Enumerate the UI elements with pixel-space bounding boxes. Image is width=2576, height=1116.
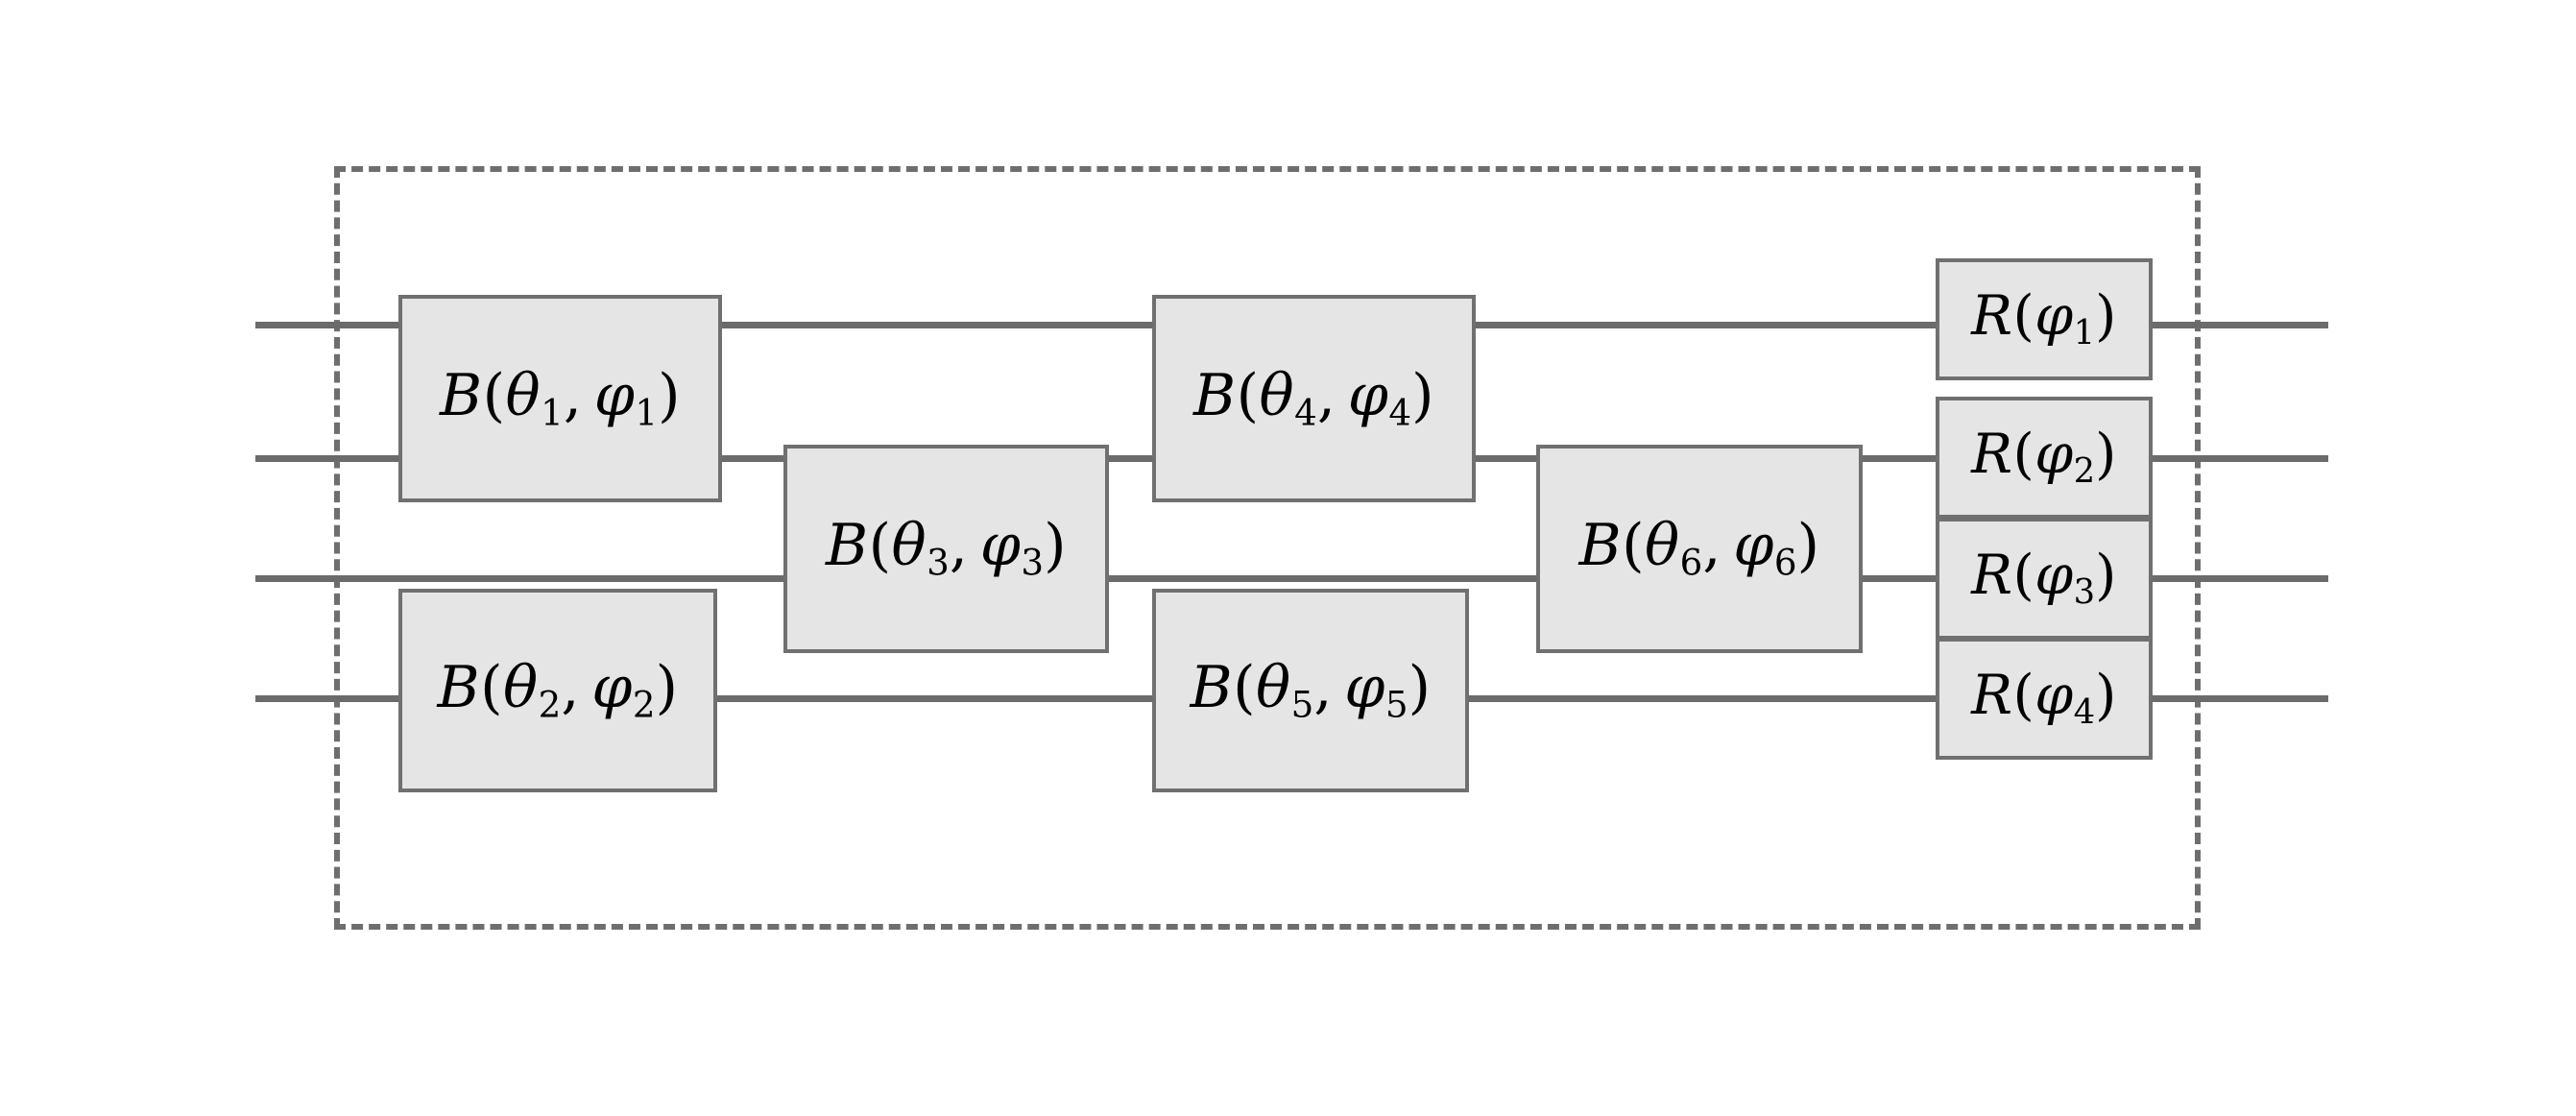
gate-b1-beamsplitter[interactable]: B(θ1, φ1) <box>398 295 722 502</box>
qubit-wire-3 <box>255 575 2328 582</box>
dashed-region-boundary <box>334 166 2201 930</box>
gate-b5-beamsplitter[interactable]: B(θ5, φ5) <box>1152 589 1469 792</box>
gate-label: R(φ4) <box>1971 663 2117 732</box>
gate-r3-phase-shifter[interactable]: R(φ3) <box>1936 518 2153 640</box>
gate-r2-phase-shifter[interactable]: R(φ2) <box>1936 397 2153 519</box>
gate-label: R(φ2) <box>1971 422 2117 491</box>
gate-label: B(θ6, φ6) <box>1578 512 1820 584</box>
gate-label: B(θ4, φ4) <box>1193 361 1434 434</box>
gate-label: B(θ5, φ5) <box>1190 653 1432 726</box>
gate-label: R(φ1) <box>1971 283 2117 352</box>
gate-label: B(θ3, φ3) <box>826 512 1067 584</box>
gate-b3-beamsplitter[interactable]: B(θ3, φ3) <box>783 445 1109 653</box>
gate-b4-beamsplitter[interactable]: B(θ4, φ4) <box>1152 295 1476 502</box>
gate-label: R(φ3) <box>1971 543 2117 612</box>
gate-b6-beamsplitter[interactable]: B(θ6, φ6) <box>1536 445 1863 653</box>
gate-r4-phase-shifter[interactable]: R(φ4) <box>1936 638 2153 760</box>
gate-r1-phase-shifter[interactable]: R(φ1) <box>1936 258 2153 380</box>
gate-label: B(θ1, φ1) <box>440 361 681 434</box>
gate-label: B(θ2, φ2) <box>437 653 679 726</box>
gate-b2-beamsplitter[interactable]: B(θ2, φ2) <box>398 589 717 792</box>
